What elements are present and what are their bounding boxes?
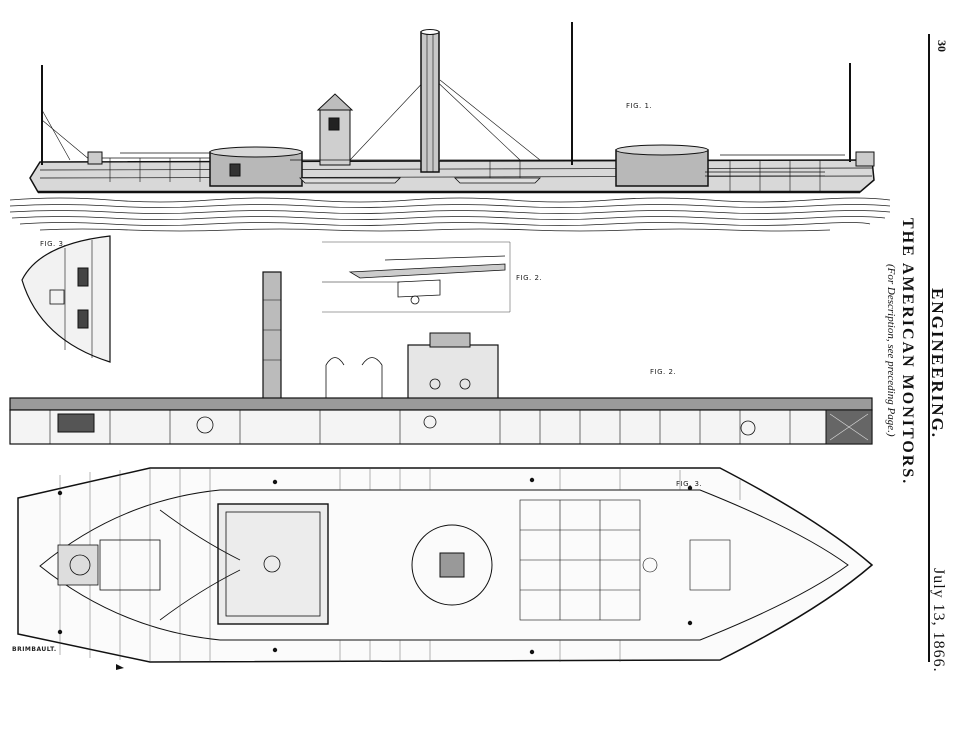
fig3-detail-label: FIG. 3. — [40, 240, 66, 248]
article-subtitle: (For Description, see preceding Page.) — [885, 264, 897, 437]
issue-date: July 13, 1866. — [930, 568, 947, 673]
fig3-bow-detail — [21, 235, 111, 363]
margin-rule — [928, 34, 930, 662]
fig2-detail-drawing — [322, 241, 511, 313]
fig2-detail-label: FIG. 2. — [516, 274, 542, 282]
fig3-label: FIG. 3. — [676, 480, 702, 488]
journal-name: ENGINEERING. — [928, 288, 947, 440]
fig1-label: FIG. 1. — [626, 102, 652, 110]
fig2-longitudinal-section — [9, 271, 873, 445]
turret-forward — [209, 151, 303, 187]
page-number: 30 — [935, 40, 949, 52]
water-hatching — [9, 197, 891, 232]
engraver-signature: BRIMBAULT. — [12, 646, 57, 653]
article-title: THE AMERICAN MONITORS. — [899, 218, 916, 486]
funnel — [420, 31, 440, 173]
fig3-deck-plan — [17, 467, 874, 663]
fig1-side-elevation — [9, 22, 891, 232]
fig2-label: FIG. 2. — [650, 368, 676, 376]
